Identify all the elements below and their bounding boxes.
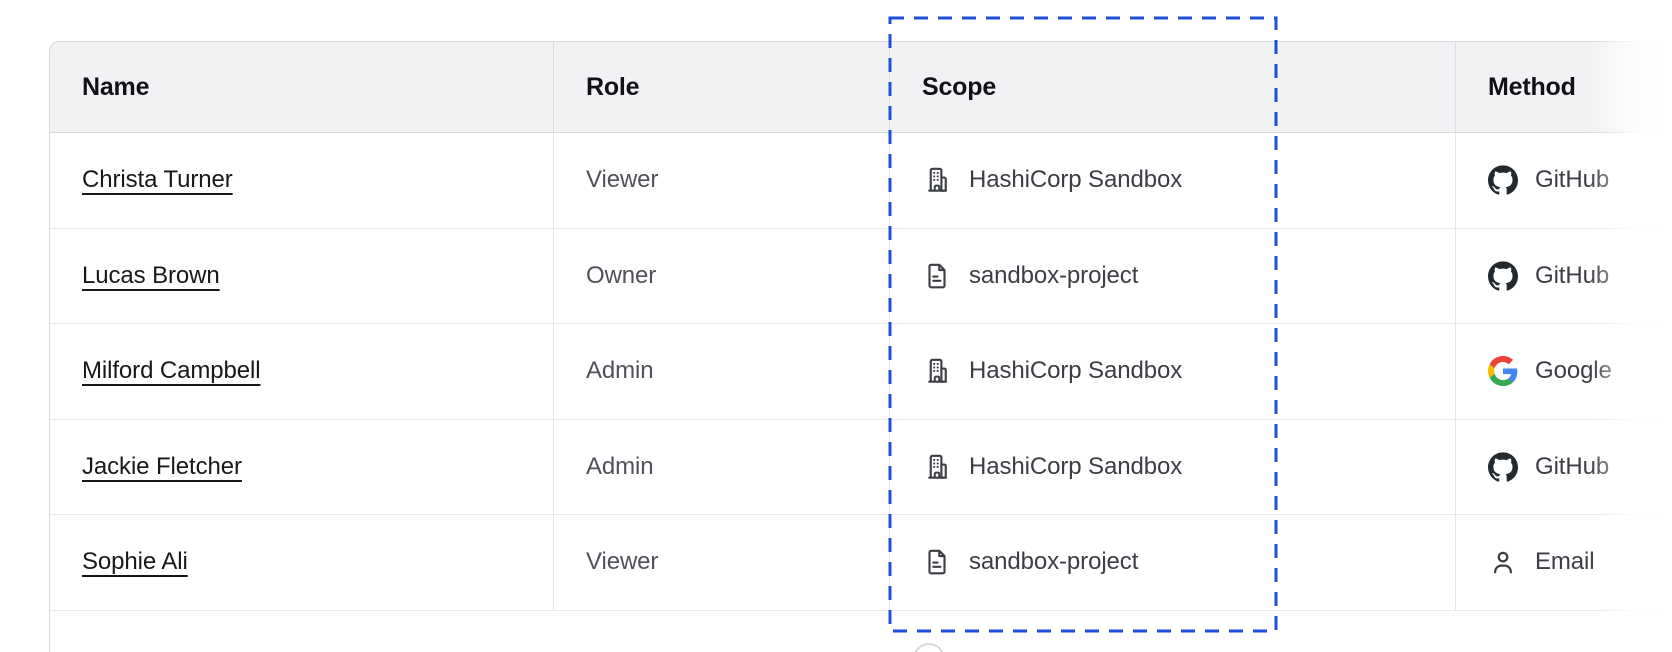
- scope-label: sandbox-project: [969, 261, 1139, 289]
- google-icon: [1488, 356, 1518, 387]
- role-cell: Viewer: [553, 515, 889, 610]
- scope-cell: HashiCorp Sandbox: [889, 324, 1455, 419]
- member-name-link[interactable]: Milford Campbell: [82, 357, 261, 385]
- member-name-link[interactable]: Sophie Ali: [82, 548, 188, 576]
- table-row: Milford Campbell Admin HashiCorp Sandbox…: [50, 324, 1672, 420]
- role-text: Owner: [586, 261, 657, 289]
- role-cell: Viewer: [553, 133, 889, 228]
- table-row-partial: [50, 610, 1672, 652]
- scope-cell: sandbox-project: [889, 228, 1455, 323]
- name-cell: Lucas Brown: [50, 229, 553, 324]
- scope-cell: HashiCorp Sandbox: [889, 133, 1455, 228]
- scope-label: sandbox-project: [969, 548, 1139, 576]
- table-row: Christa Turner Viewer HashiCorp Sandbox …: [50, 133, 1672, 229]
- method-label: GitHub: [1535, 261, 1610, 289]
- name-cell: Jackie Fletcher: [50, 420, 553, 515]
- name-cell: Sophie Ali: [50, 515, 553, 610]
- member-name-link[interactable]: Christa Turner: [82, 166, 233, 194]
- role-text: Viewer: [586, 166, 659, 194]
- table-row: Sophie Ali Viewer sandbox-project Email: [50, 515, 1672, 611]
- method-cell: GitHub: [1455, 228, 1672, 323]
- table-row: Lucas Brown Owner sandbox-project GitHub: [50, 228, 1672, 324]
- file-text-icon: [922, 261, 952, 291]
- method-cell: Google: [1455, 324, 1672, 419]
- method-label: Email: [1535, 548, 1595, 576]
- scope-label: HashiCorp Sandbox: [969, 452, 1183, 480]
- scope-label: HashiCorp Sandbox: [969, 357, 1183, 385]
- method-label: Google: [1535, 357, 1612, 385]
- role-cell: Admin: [553, 324, 889, 419]
- column-header-method[interactable]: Method: [1455, 42, 1672, 132]
- role-text: Viewer: [586, 548, 659, 576]
- members-table: Name Role Scope Method Christa Turner Vi…: [49, 41, 1672, 652]
- scope-label: HashiCorp Sandbox: [969, 166, 1183, 194]
- scope-cell: sandbox-project: [889, 515, 1455, 610]
- github-icon: [1488, 165, 1518, 195]
- name-cell: Christa Turner: [50, 133, 553, 228]
- method-cell: GitHub: [1455, 419, 1672, 514]
- org-icon: [922, 356, 952, 386]
- table-row: Jackie Fletcher Admin HashiCorp Sandbox …: [50, 419, 1672, 515]
- method-label: GitHub: [1535, 166, 1610, 194]
- role-cell: Owner: [553, 228, 889, 323]
- github-icon: [1488, 261, 1518, 291]
- method-label: GitHub: [1535, 452, 1610, 480]
- org-icon: [922, 165, 952, 195]
- member-name-link[interactable]: Jackie Fletcher: [82, 452, 242, 480]
- scope-cell: HashiCorp Sandbox: [889, 419, 1455, 514]
- role-text: Admin: [586, 357, 654, 385]
- github-icon: [1488, 452, 1518, 482]
- method-cell: GitHub: [1455, 133, 1672, 228]
- column-header-name[interactable]: Name: [82, 72, 150, 101]
- table-header-row: Name Role Scope Method: [50, 42, 1672, 133]
- role-text: Admin: [586, 452, 654, 480]
- role-cell: Admin: [553, 419, 889, 514]
- column-header-role[interactable]: Role: [553, 42, 889, 132]
- method-cell: Email: [1455, 515, 1672, 610]
- table-body: Christa Turner Viewer HashiCorp Sandbox …: [50, 133, 1672, 652]
- name-cell: Milford Campbell: [50, 324, 553, 419]
- user-icon: [1488, 547, 1518, 577]
- file-text-icon: [922, 547, 952, 577]
- org-icon: [922, 452, 952, 482]
- column-header-scope[interactable]: Scope: [889, 42, 1455, 132]
- member-name-link[interactable]: Lucas Brown: [82, 261, 220, 289]
